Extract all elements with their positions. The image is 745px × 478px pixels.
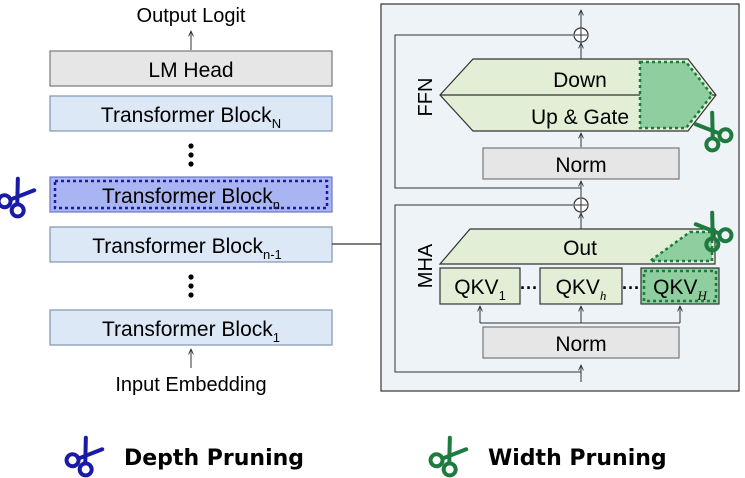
legend-width-label: Width Pruning — [488, 446, 667, 471]
block-prev-label: Transformer Blockn-1 — [92, 235, 282, 262]
legend-depth-scissors-icon — [62, 433, 108, 478]
transformer-block-pruned — [49, 176, 333, 213]
vertical-ellipsis-top — [188, 143, 194, 167]
residual-mha-path — [394, 204, 581, 373]
up-gate-label: Up & Gate — [531, 106, 629, 129]
mha-out-box — [438, 228, 716, 265]
output-logit-label: Output Logit — [137, 5, 246, 27]
qkv-ellipsis-2: ··· — [622, 278, 640, 298]
block-top-label: Transformer BlockN — [101, 104, 281, 131]
out-pruned-region — [646, 230, 714, 263]
qkv-H-label: QKVH — [653, 276, 707, 303]
ffn-label: FFN — [415, 78, 437, 117]
residual-ffn-path — [394, 34, 582, 197]
transformer-block-first — [49, 309, 333, 346]
vertical-ellipsis-bottom — [188, 274, 194, 298]
qkv-1-label: QKV1 — [454, 276, 506, 303]
mha-label: MHA — [415, 243, 437, 288]
block-first-label: Transformer Block1 — [102, 318, 280, 345]
ffn-norm-box — [482, 147, 680, 180]
input-embedding-label: Input Embedding — [115, 374, 266, 396]
qkv-ellipsis-1: ··· — [520, 278, 538, 298]
qkv-pruned-outline — [642, 269, 718, 303]
ffn-norm-label: Norm — [555, 154, 606, 177]
block-detail-panel: FFN Down Up & Gate Norm MHA Out QKV1 ···… — [380, 3, 740, 392]
qkv-head-h — [539, 267, 623, 305]
qkv-head-1 — [439, 267, 521, 305]
out-label: Out — [563, 237, 597, 260]
left-stack: Output Logit LM Head Transformer BlockN … — [0, 5, 381, 396]
ffn-pruned-region — [638, 60, 714, 130]
qkv-head-H — [640, 267, 720, 305]
mha-norm-label: Norm — [555, 333, 606, 356]
legend-width-scissors-icon — [426, 433, 472, 478]
lm-head-box — [49, 50, 333, 87]
legend: Depth Pruning Width Pruning — [62, 433, 667, 478]
block-pruned-label: Transformer Blockn — [102, 185, 280, 212]
lm-head-label: LM Head — [148, 59, 233, 82]
depth-scissors-icon — [0, 174, 40, 221]
pruned-dotted-outline — [53, 179, 329, 210]
mha-norm-box — [482, 326, 680, 359]
down-label: Down — [553, 69, 607, 92]
qkv-h-label: QKVh — [556, 276, 607, 303]
transformer-block-top — [49, 95, 333, 132]
legend-depth-label: Depth Pruning — [124, 446, 304, 471]
